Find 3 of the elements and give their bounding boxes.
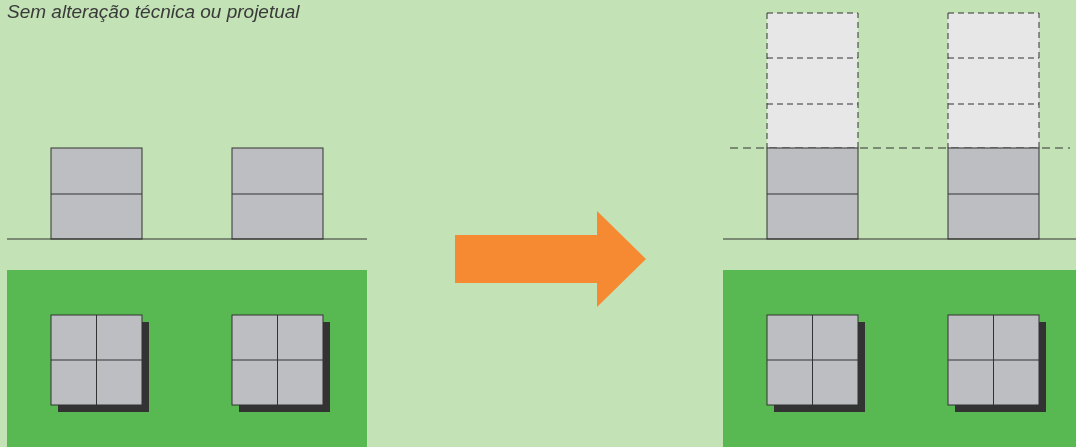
building-drawing [723,10,1076,447]
arrow [455,211,646,307]
note-text: Sem alteração técnica ou projetual [7,1,300,23]
